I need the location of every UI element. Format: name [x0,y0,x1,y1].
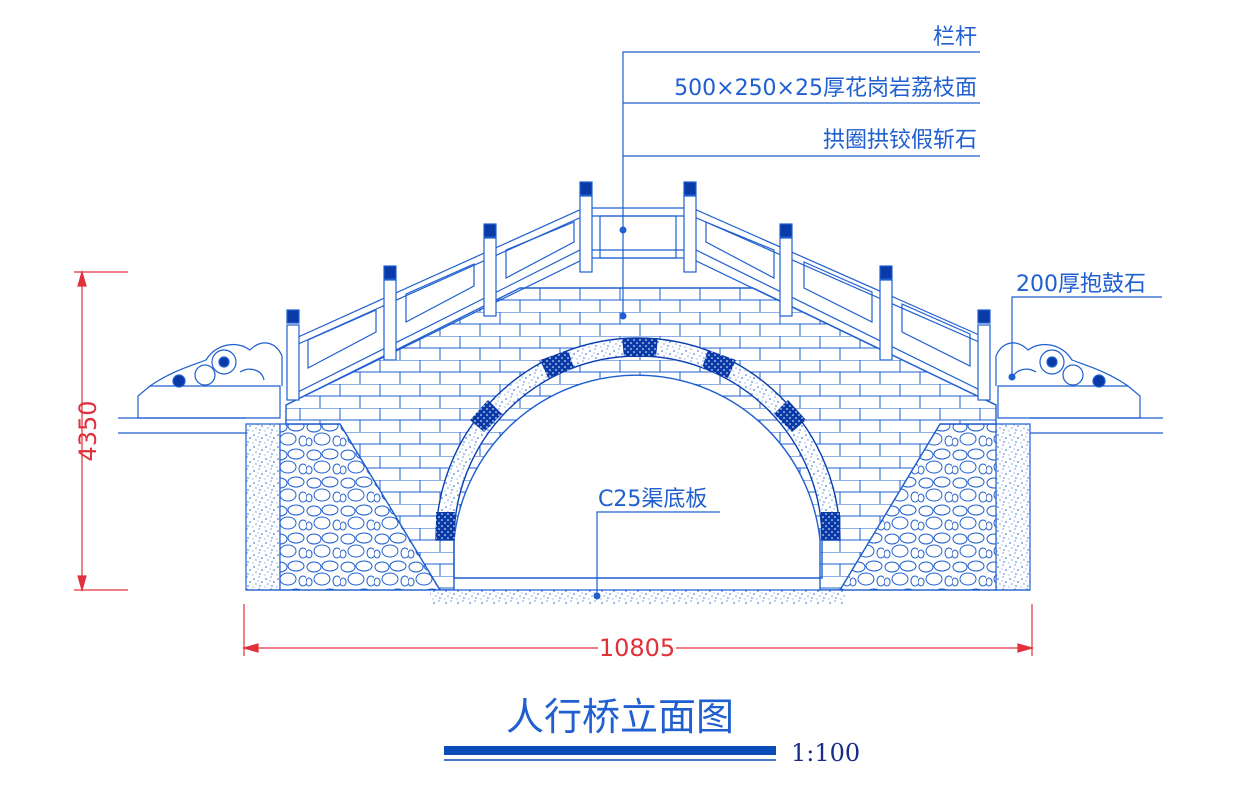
arch-ring [435,337,841,541]
label-channel-base: C25渠底板 [598,487,707,512]
leader-dots [593,226,1016,600]
label-drum-stone: 200厚抱鼓石 [1016,272,1146,297]
railing [285,207,997,406]
drawing-title: 人行桥立面图 [506,695,734,739]
label-paving: 500×250×25厚花岗岩荔枝面 [674,76,977,101]
drum-stone-right [995,342,1141,419]
dimension-width-label: 10805 [599,634,675,662]
channel [246,540,1030,604]
voussoir-blocks [436,338,840,540]
dimension-height [74,269,128,593]
label-arch-stone: 拱圈拱铰假斩石 [823,128,977,153]
bridge-body [285,287,997,591]
railing-posts [286,181,991,401]
drum-stone-left [137,342,283,419]
dimension-height-label: 4350 [74,400,102,461]
dimension-width [241,604,1035,656]
label-railing: 栏杆 [933,25,977,50]
title-underline [444,746,776,755]
drawing-scale: 1:100 [791,739,860,767]
